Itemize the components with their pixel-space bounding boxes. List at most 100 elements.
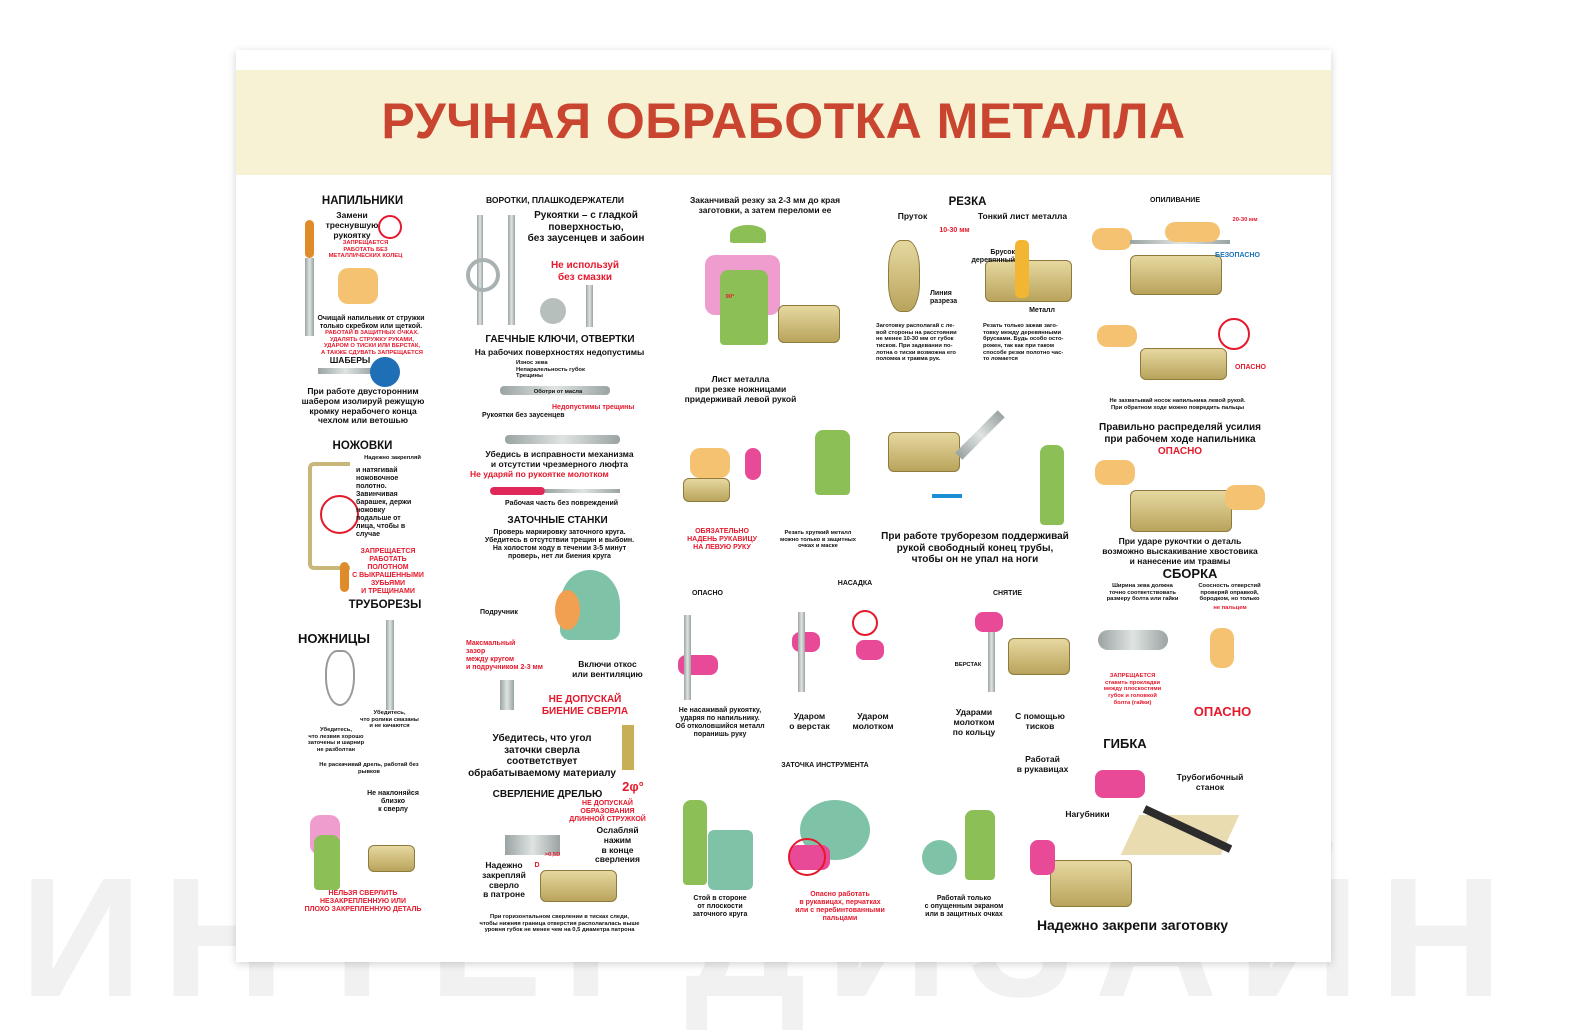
fitting-bench-text: Ударом о верстак (789, 711, 830, 731)
sheet-glasses-note: Резать хрупкий металл можно только в защ… (780, 530, 856, 550)
rod-vise-illustration (888, 240, 920, 312)
assembly-danger-label: ОПАСНО (1193, 704, 1252, 719)
taps-grease-warning: Не используй без смазки (550, 260, 620, 283)
file-removal-ring (988, 612, 995, 692)
grinder-machine-illustration (708, 830, 753, 890)
hand-drill-chip-warning: НЕ ДОПУСКАЙ ОБРАЗОВАНИЯ ДЛИННОЙ СТРУЖКОЙ (569, 800, 646, 824)
filing-danger-label-2: ОПАСНО (1157, 446, 1203, 457)
removal-vise-text: С помощью тисков (1015, 711, 1065, 731)
scissors-vise-illustration (683, 478, 730, 502)
fitting-dont-text: Не насаживай рукоятку, ударяя по напильн… (675, 707, 765, 739)
open-wrench-illustration (500, 386, 610, 395)
cut-angle-label: 90° (725, 294, 735, 300)
worker-cap (730, 225, 766, 243)
wrenches-burrs: Рукоятки без заусенцев (482, 412, 565, 419)
file-handle-illustration (305, 220, 314, 258)
hacksaw-illustration (308, 462, 350, 570)
drill-bit-angle-label: 2φ° (622, 779, 644, 794)
scraper-cover-icon (370, 357, 400, 387)
glove-hammer-fitting (856, 640, 884, 660)
worker-with-screen (965, 810, 995, 880)
wrenches-work-part: Рабочая часть без повреждений (505, 500, 619, 507)
sawing-thin-sheet-label: Тонкий лист металла (977, 211, 1068, 221)
hand-filing-right (1165, 222, 1220, 242)
removal-vise (1008, 638, 1070, 675)
hacksaws-note: Надежно закрепляй (364, 455, 421, 461)
hand-cleaning-file-illustration (338, 268, 378, 304)
hand-drill-clamp-bit: Надежно закрепляй сверло в патроне (482, 860, 526, 900)
glove-pipe-bending (1095, 770, 1145, 798)
drill-chuck-illustration (500, 680, 514, 710)
wrenches-wipe: Оботри от масла (533, 389, 583, 395)
wrenches-check: Убедись в исправности механизма и отсутс… (485, 449, 634, 469)
sheet-hold-text: Лист металла при резке ножницами придерж… (684, 374, 797, 404)
scrapers-title: ШАБЕРЫ (329, 355, 371, 365)
hammer-fitting-highlight (852, 610, 878, 636)
sharpening-side-text: Стой в стороне от плоскости заточного кр… (692, 895, 748, 919)
title-band (236, 70, 1331, 175)
hand-drill-vise-illustration (540, 870, 617, 902)
wrenches-hit-warning: Не ударяй по рукоятке молотком (470, 469, 609, 479)
assembly-wrench-illustration (1098, 630, 1168, 650)
filing-distribute-text: Правильно распределяй усилия при рабочем… (1099, 422, 1261, 445)
die-holder-ring (466, 258, 500, 292)
worker-at-grinder (683, 800, 707, 885)
filing-title: ОПИЛИВАНИЕ (1150, 197, 1200, 204)
pipe-vise-illustration (888, 432, 960, 472)
filing-vise-illustration-2 (1140, 348, 1227, 380)
filing-safe-label: БЕЗОПАСНО (1215, 252, 1260, 259)
assembly-align-warning: не пальцем (1213, 605, 1247, 611)
grinders-title: ЗАТОЧНЫЕ СТАНКИ (507, 515, 608, 526)
filing-note: Не захватывай носок напильника левой рук… (1109, 398, 1246, 411)
hand-filing-left-2 (1097, 325, 1137, 347)
hand-scissors-illustration (690, 448, 730, 478)
sawing-title: РЕЗКА (948, 196, 987, 208)
hand-drill-title: СВЕРЛЕНИЕ ДРЕЛЬЮ (492, 789, 603, 800)
bending-secure-text: Надежно закрепи заготовку (1036, 917, 1229, 933)
finger-in-hole-illustration (1210, 628, 1234, 668)
assembly-title: СБОРКА (1162, 566, 1218, 581)
hand-drill-diameter-label: D (534, 862, 540, 869)
filing-vise-illustration-3 (1130, 490, 1232, 532)
worker-sawing-apron (720, 270, 768, 345)
wrenches-title: ГАЕЧНЫЕ КЛЮЧИ, ОТВЕРТКИ (485, 334, 635, 345)
pipe-cutters-note: Убедитесь, что ролики смазаны и не качаю… (360, 710, 419, 730)
worker-apron (314, 835, 340, 890)
danger-highlight (1218, 318, 1250, 350)
assembly-forbid-warning: ЗАПРЕЩАЕТСЯ ставить прокладки между плос… (1103, 673, 1162, 706)
adjustable-wrench-illustration (505, 435, 620, 444)
wrenches-cracks: Недопустимы трещины (552, 404, 635, 411)
hacksaws-warning: ЗАПРЕЩАЕТСЯ РАБОТАТЬ ПОЛОТНОМ С ВЫКРАШЕН… (352, 548, 424, 596)
sawing-cut-line-label: Линия разреза (930, 290, 958, 306)
grinders-ventilation: Включи откос или вентиляцию (572, 659, 643, 679)
bending-title: ГИБКА (1103, 736, 1147, 751)
bending-vise-illustration (1050, 860, 1132, 907)
bending-jaws-label: Нагубники (1065, 809, 1110, 819)
file-illustration (305, 258, 314, 336)
scissors-note: Убедитесь, что лезвия хорошо заточены и … (307, 727, 365, 753)
bending-machine-label: Трубогибочный станок (1176, 772, 1244, 792)
hand-drill-chuck-illustration (505, 835, 560, 855)
pipe-cutter-illustration (386, 620, 394, 710)
hand-filing-left (1092, 228, 1132, 250)
removal-ring-text: Ударами молотком по кольцу (952, 707, 996, 737)
scrapers-text: При работе двусторонним шабером изолируй… (301, 386, 425, 426)
assembly-jaw-text: Ширина зева должна точно соответствовать… (1106, 583, 1179, 603)
hand-pushing-file (1095, 460, 1135, 485)
hacksaws-text: и натягивай ножовочное полотно. Завинчив… (356, 467, 412, 539)
hand-drill-depth-label: >0,5D (544, 852, 561, 858)
glove-removal (975, 612, 1003, 632)
assembly-align-text: Соосность отверстий проверяй оправкой, б… (1198, 583, 1261, 603)
hand-drill-note: При горизонтальном сверлении в тисках сл… (479, 914, 640, 934)
cut-finish-text: Заканчивай резку за 2-3 мм до края загот… (689, 195, 841, 215)
files-title: НАПИЛЬНИКИ (321, 195, 404, 207)
cracked-handle-icon (378, 215, 402, 239)
scraper-illustration (318, 368, 373, 374)
pipe-cutters-title: ТРУБОРЕЗЫ (348, 599, 422, 611)
grinder-danger-highlight (788, 838, 826, 876)
drill-warning: НЕЛЬЗЯ СВЕРЛИТЬ НЕЗАКРЕПЛЕННУЮ ИЛИ ПЛОХО… (304, 890, 422, 914)
hacksaw-blade-highlight (320, 495, 359, 534)
drill-bit-illustration (622, 725, 634, 770)
direction-arrow-icon (932, 494, 962, 498)
scissors-title: НОЖНИЦЫ (298, 631, 371, 646)
